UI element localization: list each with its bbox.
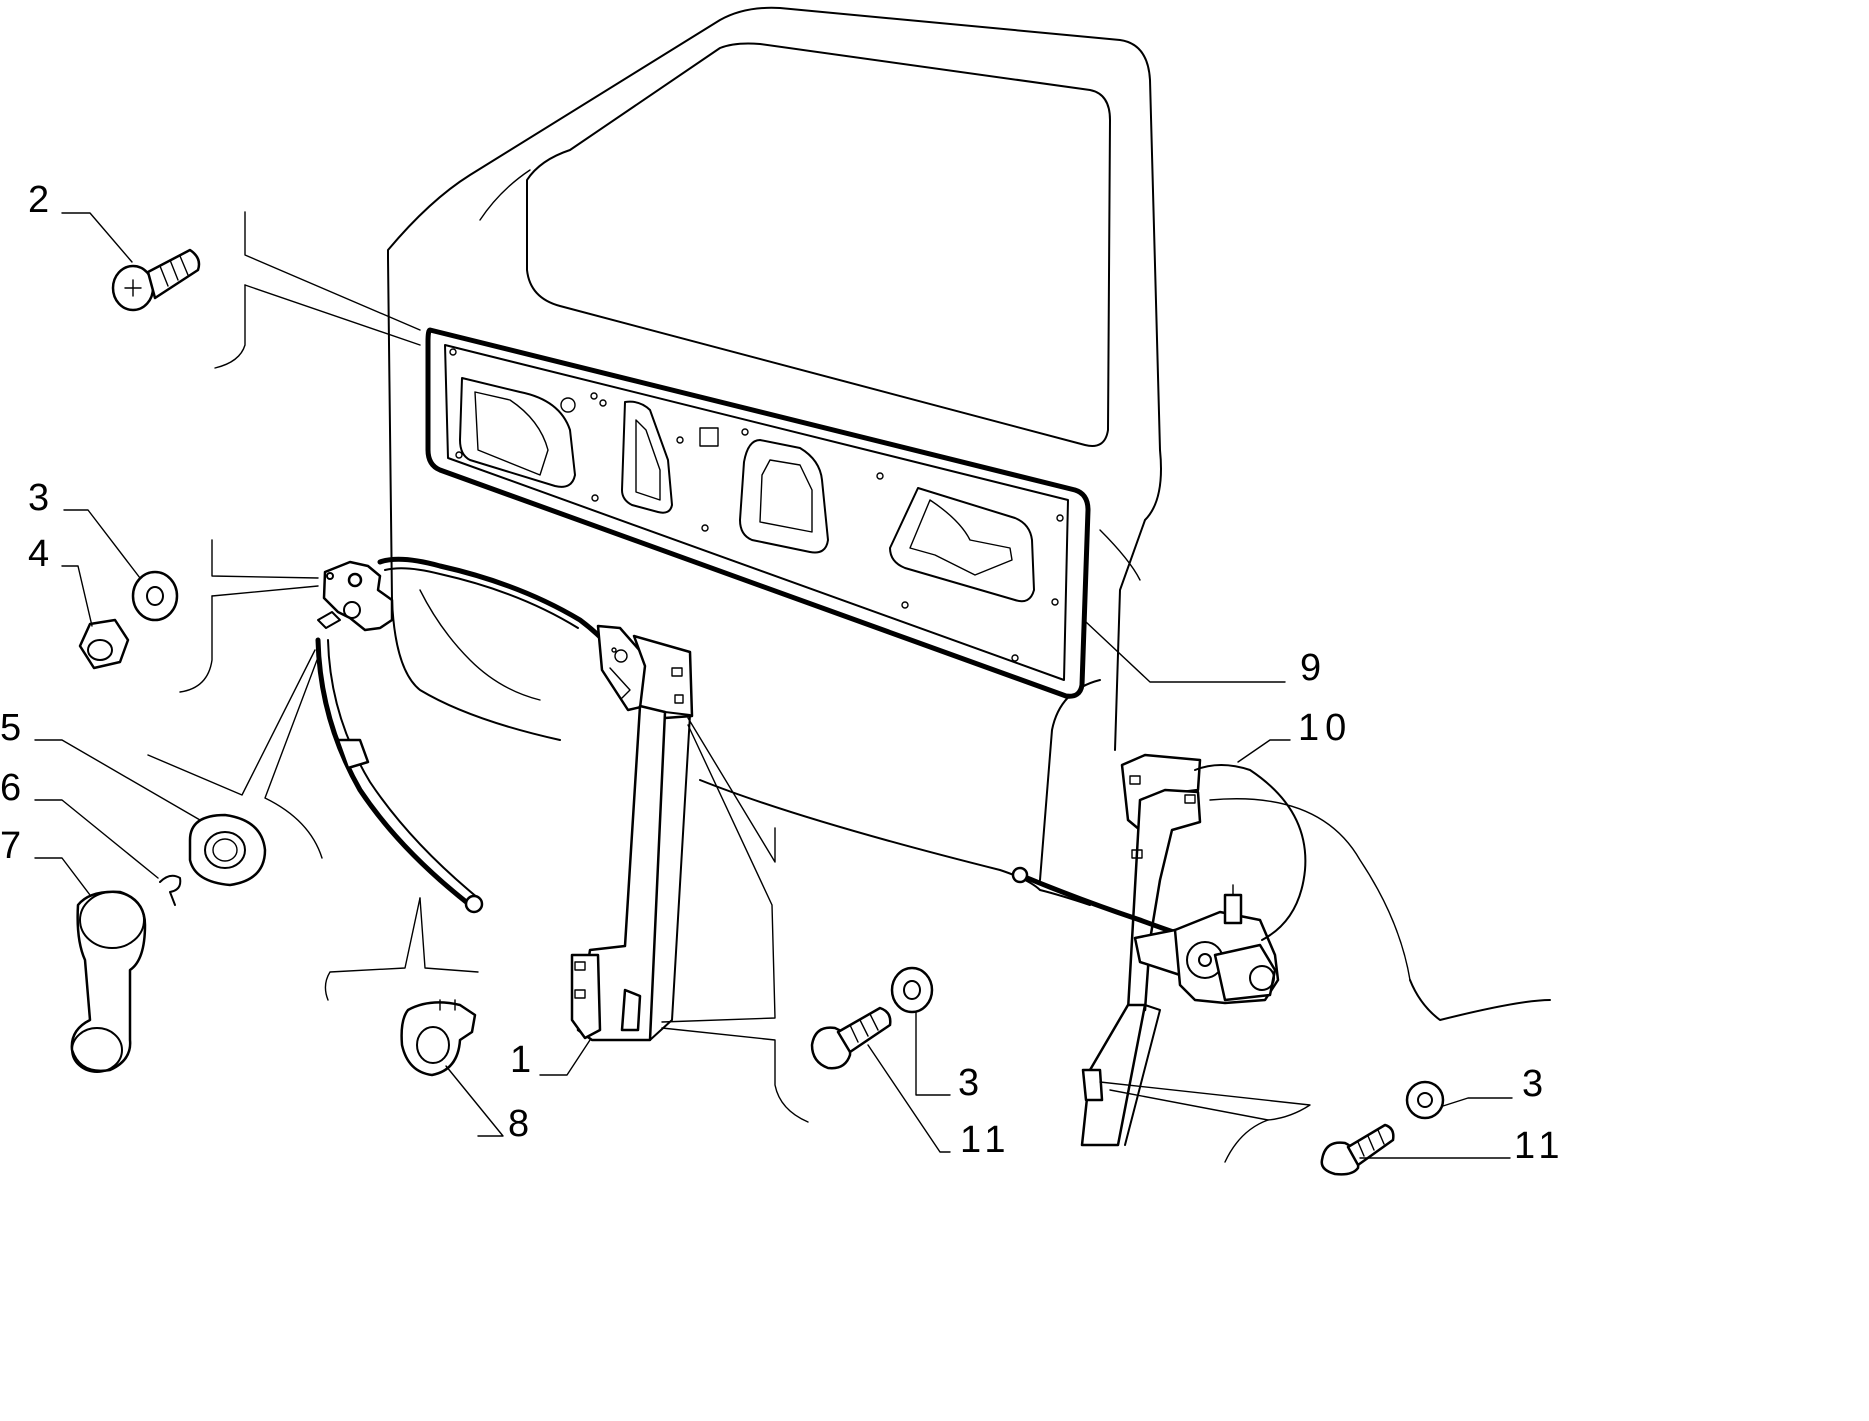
- callout-3: 3: [28, 477, 55, 519]
- inner-door-panel: [425, 327, 1091, 699]
- window-frame: [479, 42, 1111, 447]
- callout-8: 8: [508, 1103, 535, 1145]
- callout-2: 2: [28, 179, 55, 221]
- regulator-drum: [317, 560, 394, 632]
- exploded-parts-diagram: 1 2 3 3 3 4 5 6 7 8 9 10 11 11: [0, 6, 1565, 1176]
- nut: [78, 618, 130, 670]
- electric-window-regulator: [1011, 753, 1411, 1147]
- washer: [890, 966, 934, 1014]
- callout-10: 10: [1298, 707, 1352, 749]
- window-crank-handle: [70, 890, 147, 1073]
- callout-4: 4: [28, 533, 55, 575]
- washer: [1405, 1080, 1445, 1120]
- bolt: [1320, 1123, 1395, 1176]
- callout-labels: 1 2 3 3 3 4 5 6 7 8 9 10 11 11: [0, 179, 1565, 1167]
- callout-7: 7: [0, 825, 27, 867]
- callout-11: 11: [960, 1119, 1011, 1161]
- callout-3: 3: [958, 1062, 985, 1104]
- bolt: [810, 1006, 892, 1070]
- callout-1: 1: [510, 1039, 537, 1081]
- callout-5: 5: [0, 707, 27, 749]
- callout-9: 9: [1300, 647, 1327, 689]
- retaining-clip: [159, 874, 182, 906]
- door-body-outline: [387, 6, 1551, 1021]
- washer: [131, 570, 179, 622]
- handle-bezel: [188, 813, 267, 887]
- manual-window-regulator: [377, 556, 694, 1042]
- callout-3: 3: [1522, 1063, 1549, 1105]
- bushing: [400, 999, 477, 1077]
- leader-lines: [34, 211, 1513, 1163]
- callout-6: 6: [0, 767, 27, 809]
- screw: [111, 248, 201, 312]
- callout-11: 11: [1514, 1125, 1565, 1167]
- cable-channel: [315, 637, 484, 914]
